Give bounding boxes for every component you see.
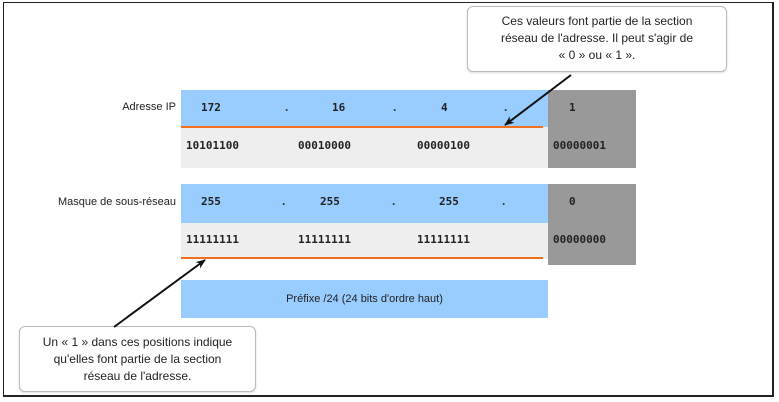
callout-top: Ces valeurs font partie de la section ré… xyxy=(467,6,727,72)
ip-binary-1: 10101100 xyxy=(186,139,239,152)
callout-top-line-2: réseau de l'adresse. Il peut s'agir de xyxy=(500,31,694,45)
ip-separator-1: . xyxy=(285,100,289,114)
ip-separator-2: . xyxy=(393,100,397,114)
ip-network-octets-band xyxy=(181,90,548,127)
mask-network-underline xyxy=(181,257,543,259)
mask-network-octets-band xyxy=(181,184,548,223)
callout-bottom: Un « 1 » dans ces positions indique qu'e… xyxy=(19,326,256,392)
ip-octet-4: 1 xyxy=(569,101,576,114)
ip-address-label: Adresse IP xyxy=(122,101,176,113)
arrow-top-callout xyxy=(504,74,572,126)
ip-octet-2: 16 xyxy=(332,101,346,114)
ip-binary-4: 00000001 xyxy=(553,139,606,152)
mask-octet-1: 255 xyxy=(201,195,221,208)
mask-separator-2: . xyxy=(392,194,396,208)
callout-bottom-line-2: qu'elles font partie de la section xyxy=(53,352,222,366)
mask-binary-3: 11111111 xyxy=(417,233,470,246)
ip-separator-3: . xyxy=(504,100,508,114)
subnet-mask-label: Masque de sous-réseau xyxy=(57,196,176,208)
mask-binary-1: 11111111 xyxy=(186,233,239,246)
ip-host-octet-block xyxy=(548,90,636,168)
callout-bottom-line-3: réseau de l'adresse. xyxy=(83,369,192,383)
ip-binary-3: 00000100 xyxy=(417,139,470,152)
callout-bottom-line-1: Un « 1 » dans ces positions indique xyxy=(42,335,233,349)
mask-separator-3: . xyxy=(502,194,506,208)
mask-binary-band xyxy=(181,223,548,259)
ip-octet-3: 4 xyxy=(441,101,448,114)
mask-octet-4: 0 xyxy=(569,195,576,208)
mask-octet-2: 255 xyxy=(320,195,340,208)
mask-binary-2: 11111111 xyxy=(298,233,351,246)
mask-binary-4: 00000000 xyxy=(553,233,606,246)
ip-octet-1: 172 xyxy=(201,101,221,114)
callout-top-line-3: « 0 » ou « 1 ». xyxy=(558,48,636,62)
ip-binary-band xyxy=(181,127,548,168)
callout-top-line-1: Ces valeurs font partie de la section xyxy=(501,14,693,28)
mask-host-octet-block xyxy=(548,184,636,265)
mask-octet-3: 255 xyxy=(439,195,459,208)
arrow-bottom-callout xyxy=(113,259,206,328)
prefix-band xyxy=(181,280,548,318)
ip-network-underline xyxy=(181,126,543,128)
prefix-label: Préfixe /24 (24 bits d'ordre haut) xyxy=(286,293,443,305)
ip-binary-2: 00010000 xyxy=(298,139,351,152)
mask-separator-1: . xyxy=(282,194,286,208)
